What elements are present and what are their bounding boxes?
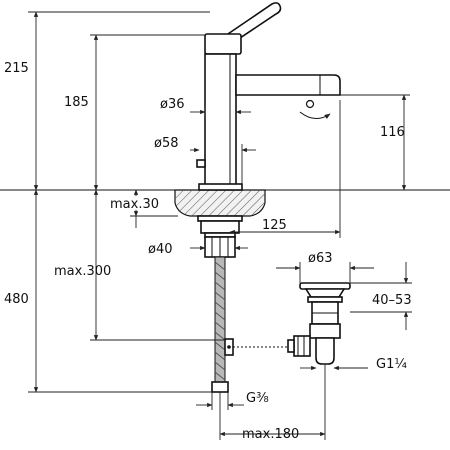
dimension-lines [28,11,412,440]
faucet-body [196,2,341,191]
label-below-counter: 480 [4,292,29,307]
label-hose-length: max.300 [54,264,111,279]
waste-assembly [287,282,351,365]
label-base-diameter: ø58 [154,136,179,151]
rotation-symbol [299,99,331,119]
label-spout-reach: 125 [262,218,287,233]
label-waste-range: 40–53 [372,293,412,308]
label-waste-diameter: ø63 [308,251,333,266]
label-body-diameter: ø36 [160,97,185,112]
label-waste-offset: max.180 [242,427,299,442]
label-spout-outlet-height: 116 [380,125,405,140]
shank-assembly [197,215,243,258]
label-waste-thread: G1¼ [376,357,407,372]
flexible-hose [211,256,294,393]
label-overall-height: 215 [4,61,29,76]
label-spout-height: 185 [64,95,89,110]
label-hose-thread: G⅜ [246,391,269,406]
label-counter-thickness: max.30 [110,197,159,212]
label-shank-diameter: ø40 [148,242,173,257]
countertop [0,189,450,217]
